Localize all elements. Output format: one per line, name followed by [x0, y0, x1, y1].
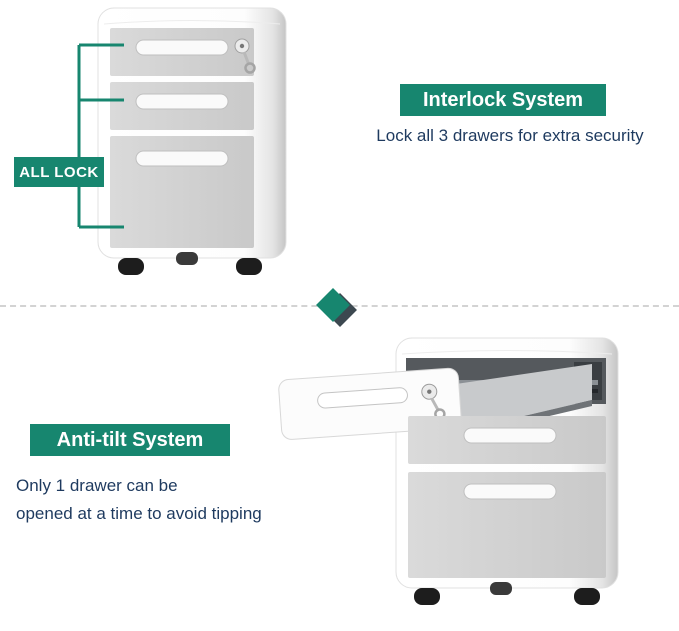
- interlock-title-badge: Interlock System: [400, 84, 606, 116]
- interlock-description: Lock all 3 drawers for extra security: [376, 126, 644, 145]
- lock-key-icon: [234, 38, 256, 74]
- anti-tilt-description-line2: opened at a time to avoid tipping: [16, 504, 262, 523]
- cabinet-closed-svg: [97, 7, 287, 275]
- anti-tilt-title-badge: Anti-tilt System: [30, 424, 230, 456]
- anti-tilt-section: Anti-tilt System Only 1 drawer can be op…: [0, 306, 679, 631]
- cabinet-open-svg: [278, 337, 619, 605]
- cabinet-closed-illustration: [92, 4, 292, 284]
- anti-tilt-description: Only 1 drawer can be opened at a time to…: [16, 472, 336, 528]
- anti-tilt-description-line1: Only 1 drawer can be: [16, 476, 178, 495]
- cabinet-open-illustration: [278, 332, 628, 627]
- interlock-section: ALL LOCK Interlock System Lock all 3 dra…: [0, 0, 679, 305]
- all-lock-badge: ALL LOCK: [14, 157, 104, 187]
